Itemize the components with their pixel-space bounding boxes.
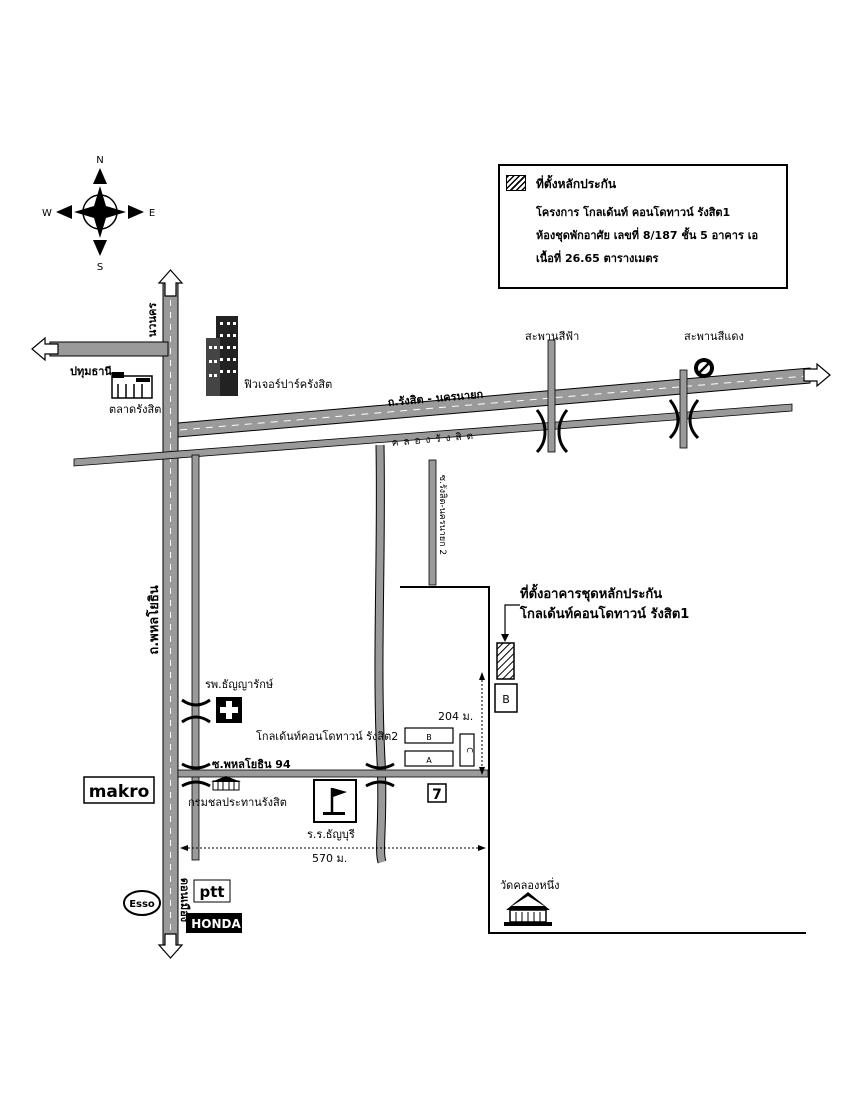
label-red-bridge: สะพานสีแดง <box>684 330 744 343</box>
label-dist-204: 204 ม. <box>438 710 473 723</box>
compass-w: W <box>42 208 52 219</box>
arrow-right-icon <box>803 362 831 388</box>
market-icon <box>111 372 153 399</box>
road-soi-rangsit-nakhonnayok-2 <box>428 459 437 586</box>
condo2-building-a <box>404 750 454 767</box>
esso-text: Esso <box>129 899 155 910</box>
overpass-icon <box>365 762 395 788</box>
property-building-b <box>494 683 518 713</box>
overpass-icon <box>181 762 211 788</box>
arrow-up-icon <box>157 269 184 297</box>
bridges <box>181 339 700 788</box>
bridge-icon <box>668 399 680 440</box>
label-property-line2: โกลเด้นท์คอนโดทาวน์ รังสิต1 <box>519 605 689 622</box>
legend-title: ที่ตั้งหลักประกัน <box>536 177 617 191</box>
label-khlong-rangsit: คลองรังสิต <box>391 430 478 449</box>
label-dist-570: 570 ม. <box>312 852 347 865</box>
compass-s: S <box>97 262 103 273</box>
honda-text: HONDA <box>191 917 241 931</box>
makro-text: makro <box>89 782 150 802</box>
bridge-icon <box>535 409 547 454</box>
makro-logo: makro <box>83 776 155 804</box>
temple-icon <box>504 892 552 926</box>
compass-n: N <box>96 155 103 166</box>
road-pathum-thani <box>49 341 169 357</box>
condo2-building-c <box>459 733 475 767</box>
future-park-icon <box>206 316 238 396</box>
label-nava-nakorn: นวนคร <box>146 303 159 338</box>
label-property-line1: ที่ตั้งอาคารชุดหลักประกัน <box>520 583 662 602</box>
property-hatched-block <box>496 642 515 680</box>
label-soi-rangsit-nakhonnayok-2: ซ.รังสิต-นครนายก 2 <box>437 475 448 555</box>
arrow-left-icon <box>31 336 59 362</box>
seven-eleven-icon: 7 <box>427 783 447 803</box>
label-property-b: B <box>502 693 510 706</box>
label-school: ร.ร.ธัญบุรี <box>307 828 355 841</box>
label-hospital: รพ.ธัญญารักษ์ <box>205 678 273 691</box>
compass-star-icon <box>74 186 126 238</box>
label-phahonyothin: ถ.พหลโยธิน <box>145 585 162 654</box>
roads <box>31 269 831 959</box>
label-soi-phahonyothin-94: ซ.พหลโยธิน 94 <box>212 757 291 771</box>
compass-e: E <box>149 208 155 219</box>
hatch-swatch-icon <box>506 175 526 191</box>
label-pathum-thani: ปทุมธานี <box>70 365 112 379</box>
legend-unit: ห้องชุดพักอาศัย เลขที่ 8/187 ชั้น 5 อาคา… <box>536 229 759 242</box>
label-bld-a: A <box>426 756 432 765</box>
label-golden-condo-2: โกลเด้นท์คอนโดทาวน์ รังสิต2 <box>256 729 398 743</box>
road-soi-phahonyothin-94 <box>177 769 489 778</box>
school-icon <box>313 779 357 823</box>
hospital-icon <box>216 697 242 723</box>
label-talat-rangsit: ตลาดรังสิต <box>109 403 161 416</box>
legend-project: โครงการ โกลเด้นท์ คอนโดทาวน์ รังสิต1 <box>536 206 731 219</box>
pointer-arrow-icon <box>501 634 509 642</box>
label-bld-b: B <box>426 733 432 742</box>
arrow-down-icon <box>157 933 184 959</box>
esso-logo: Esso <box>123 890 161 916</box>
government-building-icon <box>211 776 241 791</box>
compass: N S E W <box>42 155 155 273</box>
label-sky-bridge: สะพานสีฟ้า <box>525 330 579 343</box>
overpass-icon <box>181 698 211 724</box>
legend-box: ที่ตั้งหลักประกัน โครงการ โกลเด้นท์ คอนโ… <box>498 164 788 289</box>
svg-text:7: 7 <box>432 787 442 803</box>
no-entry-icon <box>694 358 714 378</box>
label-bld-c: C <box>465 747 474 753</box>
condo2-building-b <box>404 727 454 744</box>
ptt-logo: ptt <box>193 879 231 903</box>
label-irrigation-dept: กรมชลประทานรังสิต <box>188 796 287 809</box>
honda-logo: HONDA <box>186 913 242 933</box>
label-don-mueang: ดอนเมือง <box>178 878 191 922</box>
label-wat: วัดคลองหนึ่ง <box>500 877 560 892</box>
legend-area: เนื้อที่ 26.65 ตารางเมตร <box>536 252 659 265</box>
label-future-park: ฟิวเจอร์ปาร์ครังสิต <box>244 378 333 391</box>
ptt-text: ptt <box>199 883 224 901</box>
property-road-outline <box>400 586 806 934</box>
